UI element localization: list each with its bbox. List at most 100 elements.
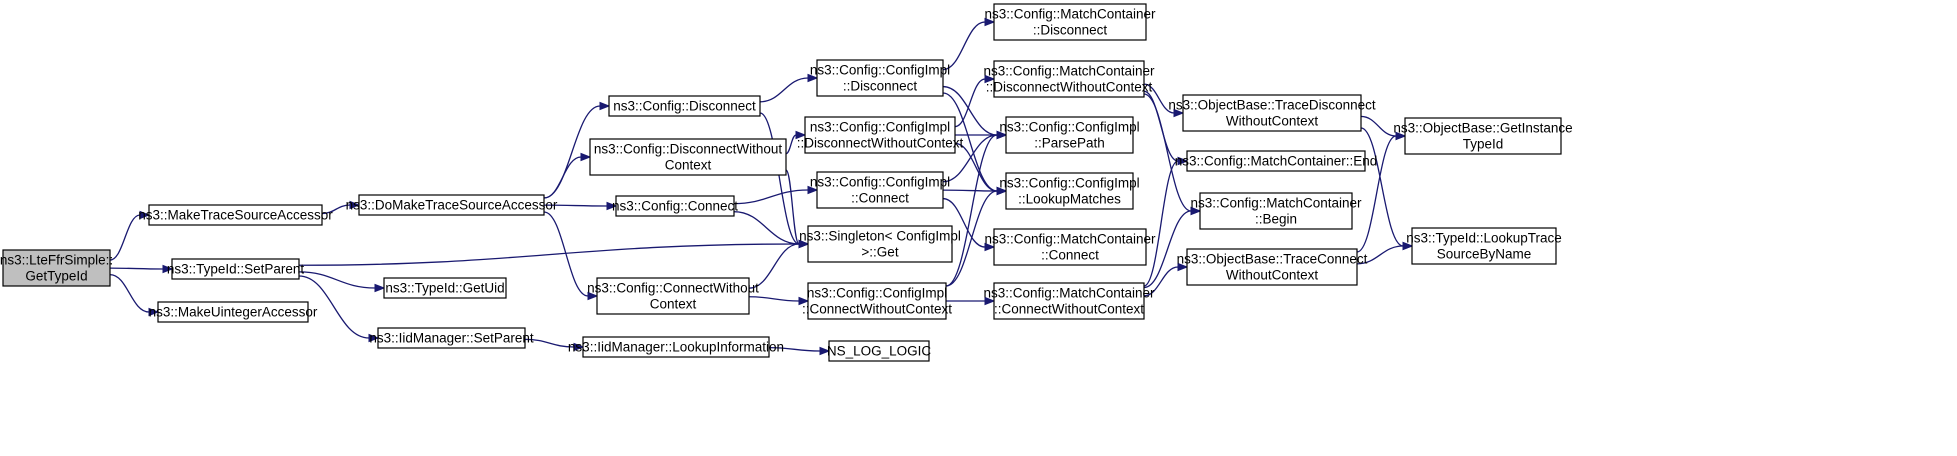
node-getuid[interactable]: ns3::TypeId::GetUid bbox=[383, 277, 507, 299]
node-label-line: Context bbox=[650, 297, 697, 312]
edge-cidiscwc-to-mcdiscwc bbox=[954, 74, 996, 128]
node-label-line: ns3::MakeTraceSourceAccessor bbox=[138, 208, 333, 223]
edge-mcdiscwc-to-obtdwc bbox=[1143, 83, 1185, 118]
edge-line bbox=[1143, 210, 1192, 289]
node-label-line: ::Connect bbox=[851, 191, 909, 206]
node-label-line: ns3::TypeId::GetUid bbox=[385, 281, 504, 296]
edge-arrowhead bbox=[1177, 262, 1189, 272]
node-box bbox=[1182, 94, 1362, 132]
edge-root-to-setparent bbox=[109, 264, 174, 274]
edge-arrowhead bbox=[148, 307, 160, 317]
node-cidiscwc[interactable]: ns3::Config::ConfigImpl::DisconnectWitho… bbox=[797, 116, 964, 154]
edge-lookupinfo-to-nslog bbox=[768, 346, 831, 356]
edge-line bbox=[321, 204, 351, 215]
edge-arrowhead bbox=[606, 201, 618, 211]
edge-line bbox=[942, 134, 998, 183]
node-box bbox=[608, 95, 761, 117]
edge-line bbox=[524, 338, 575, 348]
node-mcconnwc[interactable]: ns3::Config::MatchContainer::ConnectWith… bbox=[983, 282, 1155, 320]
node-label-line: ::ConnectWithoutContext bbox=[802, 302, 952, 317]
edge-arrowhead bbox=[573, 342, 585, 352]
edge-line bbox=[298, 243, 800, 266]
edge-line bbox=[298, 271, 376, 289]
edge-obtcwc-to-obgit bbox=[1356, 131, 1407, 253]
node-box bbox=[157, 301, 309, 323]
node-label-line: WithoutContext bbox=[1226, 114, 1319, 129]
edge-arrowhead bbox=[599, 101, 611, 111]
node-label-line: ns3::Config::ConfigImpl bbox=[999, 176, 1139, 191]
node-obtdwc[interactable]: ns3::ObjectBase::TraceDisconnectWithoutC… bbox=[1168, 94, 1376, 132]
node-box bbox=[582, 336, 770, 358]
edge-line bbox=[942, 85, 998, 136]
node-label-line: ns3::Config::ConfigImpl bbox=[810, 175, 950, 190]
node-label-line: ns3::Config::MatchContainer bbox=[984, 7, 1156, 22]
edge-setparent-to-getuid bbox=[298, 271, 386, 293]
edge-arrowhead bbox=[368, 333, 380, 343]
graph-edges bbox=[109, 17, 1414, 356]
node-parsepath[interactable]: ns3::Config::ConfigImpl::ParsePath bbox=[999, 116, 1140, 154]
edge-cdisc-to-cidisc bbox=[759, 73, 819, 103]
node-cidisc[interactable]: ns3::Config::ConfigImpl::Disconnect bbox=[810, 59, 950, 97]
node-box bbox=[1005, 172, 1134, 210]
node-cconn[interactable]: ns3::Config::Connect bbox=[612, 195, 738, 217]
node-box bbox=[807, 225, 953, 263]
node-label-line: ns3::LteFfrSimple:: bbox=[0, 253, 113, 268]
edge-line bbox=[109, 214, 141, 261]
node-muia[interactable]: ns3::MakeUintegerAccessor bbox=[149, 301, 318, 323]
edge-arrowhead bbox=[349, 200, 361, 210]
node-label-line: ns3::ObjectBase::TraceDisconnect bbox=[1168, 98, 1376, 113]
node-iidsetparent[interactable]: ns3::IidManager::SetParent bbox=[369, 327, 534, 349]
node-label-line: ns3::Config::MatchContainer::End bbox=[1175, 154, 1378, 169]
edge-setparent-to-singleton bbox=[298, 239, 810, 266]
edge-root-to-mtsa bbox=[109, 210, 151, 261]
edge-mcconnwc-to-mcbegin bbox=[1143, 206, 1202, 289]
node-singleton[interactable]: ns3::Singleton< ConfigImpl >::Get bbox=[799, 225, 961, 263]
node-lookupmatches[interactable]: ns3::Config::ConfigImpl::LookupMatches bbox=[999, 172, 1140, 210]
node-label-line: ns3::IidManager::SetParent bbox=[369, 331, 534, 346]
node-mcdiscwc[interactable]: ns3::Config::MatchContainer::DisconnectW… bbox=[983, 60, 1155, 98]
edge-line bbox=[785, 134, 797, 155]
edge-line bbox=[1143, 93, 1192, 212]
node-ciconnwc[interactable]: ns3::Config::ConfigImpl::ConnectWithoutC… bbox=[802, 282, 952, 320]
node-mcbegin[interactable]: ns3::Config::MatchContainer::Begin bbox=[1190, 192, 1362, 230]
node-mcconn[interactable]: ns3::Config::MatchContainer::Connect bbox=[984, 228, 1156, 266]
node-label-line: NS_LOG_LOGIC bbox=[827, 344, 932, 359]
node-ciconn[interactable]: ns3::Config::ConfigImpl::Connect bbox=[810, 171, 950, 209]
node-label-line: ns3::Config::MatchContainer bbox=[983, 286, 1155, 301]
edge-line bbox=[785, 169, 800, 245]
node-nslog[interactable]: NS_LOG_LOGIC bbox=[827, 340, 932, 362]
graph-nodes: ns3::LteFfrSimple::GetTypeIdns3::MakeTra… bbox=[0, 3, 1573, 362]
node-label-line: ns3::DoMakeTraceSourceAccessor bbox=[346, 198, 558, 213]
node-label-line: ns3::TypeId::SetParent bbox=[167, 262, 305, 277]
node-lookupinfo[interactable]: ns3::IidManager::LookupInformation bbox=[568, 336, 784, 358]
node-box bbox=[383, 277, 507, 299]
edge-line bbox=[759, 77, 809, 103]
node-box bbox=[828, 340, 930, 362]
node-mcend[interactable]: ns3::Config::MatchContainer::End bbox=[1175, 150, 1378, 172]
edge-dmtsa-to-cconnwc bbox=[543, 211, 599, 301]
edge-arrowhead bbox=[996, 186, 1008, 196]
edge-line bbox=[954, 142, 998, 192]
node-dmtsa[interactable]: ns3::DoMakeTraceSourceAccessor bbox=[346, 194, 558, 216]
node-obtcwc[interactable]: ns3::ObjectBase::TraceConnectWithoutCont… bbox=[1177, 248, 1368, 286]
node-mcdisc[interactable]: ns3::Config::MatchContainer::Disconnect bbox=[984, 3, 1156, 41]
edge-line bbox=[768, 346, 821, 352]
edge-line bbox=[942, 197, 986, 248]
node-cdiscwc[interactable]: ns3::Config::DisconnectWithoutContext bbox=[589, 138, 787, 176]
node-label-line: ns3::Config::ConfigImpl bbox=[810, 63, 950, 78]
node-cdisc[interactable]: ns3::Config::Disconnect bbox=[608, 95, 761, 117]
node-label-line: ns3::Config::DisconnectWithout bbox=[594, 142, 783, 157]
node-label-line: ns3::Config::MatchContainer bbox=[984, 232, 1156, 247]
edge-ciconnwc-to-lookupmatches bbox=[945, 186, 1008, 287]
node-box bbox=[171, 258, 300, 280]
node-label-line: ns3::ObjectBase::TraceConnect bbox=[1177, 252, 1368, 267]
node-cconnwc[interactable]: ns3::Config::ConnectWithoutContext bbox=[587, 277, 759, 315]
node-setparent[interactable]: ns3::TypeId::SetParent bbox=[167, 258, 305, 280]
edge-line bbox=[543, 211, 589, 297]
edge-line bbox=[543, 204, 608, 207]
node-box bbox=[993, 228, 1147, 266]
node-mtsa[interactable]: ns3::MakeTraceSourceAccessor bbox=[138, 204, 333, 226]
edge-cidisc-to-mcdisc bbox=[942, 17, 996, 71]
